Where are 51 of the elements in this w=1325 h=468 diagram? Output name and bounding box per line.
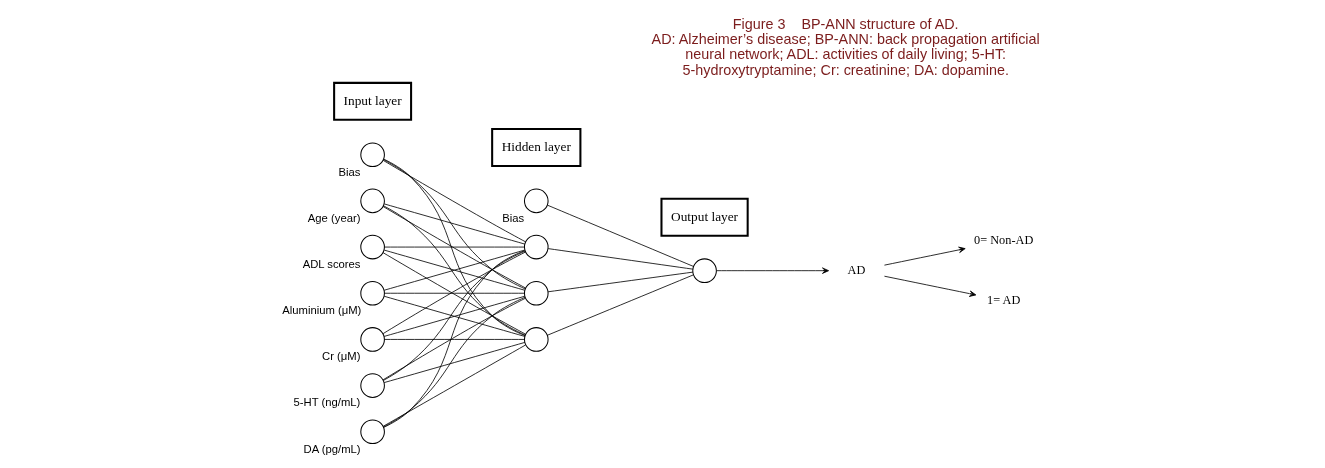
connector	[547, 271, 694, 292]
node-circle	[523, 280, 549, 306]
node-circle	[360, 326, 385, 352]
connector	[383, 158, 526, 336]
node-label: Age (year)	[307, 211, 361, 224]
node-circle	[523, 326, 549, 352]
node-circle	[360, 188, 385, 213]
node-label: DA (pg/mL)	[303, 442, 361, 455]
connector	[547, 204, 694, 267]
connector	[383, 295, 526, 337]
connector	[382, 344, 526, 427]
node-label: Bias	[502, 211, 525, 224]
arrow	[884, 246, 966, 266]
connector	[383, 204, 526, 335]
node-box: Input layer	[333, 81, 413, 121]
node-circle	[523, 234, 549, 259]
connector	[383, 249, 526, 291]
connector	[383, 341, 526, 383]
node-label: Cr (μM)	[322, 349, 361, 362]
node-circle	[360, 372, 385, 398]
connector	[382, 250, 526, 381]
node-box: Hidden layer	[491, 127, 582, 167]
arrow	[884, 275, 977, 297]
diagram-title: Figure 3 BP-ANN structure of AD.	[732, 15, 959, 32]
connector	[382, 297, 526, 380]
connector	[383, 203, 526, 244]
node-circle	[692, 257, 717, 283]
node-text: 0= Non-AD	[974, 232, 1034, 247]
node-label: ADL scores	[302, 257, 361, 270]
connector	[547, 247, 694, 270]
node-circle	[360, 418, 385, 444]
connector	[384, 246, 525, 247]
connector	[384, 338, 525, 340]
connector	[383, 158, 526, 289]
node-circle	[360, 280, 385, 306]
node-text: 1= AD	[987, 292, 1021, 307]
connector	[382, 159, 527, 242]
node-circle	[523, 188, 549, 213]
node-label: 5-HT (ng/mL)	[293, 395, 361, 408]
node-circle	[360, 234, 385, 259]
connector	[547, 274, 694, 336]
node-label: Aluminium (μM)	[282, 303, 362, 316]
connector	[382, 205, 527, 288]
connector	[383, 296, 526, 427]
arrow	[716, 267, 829, 274]
node-box: Output layer	[660, 197, 749, 237]
connector	[384, 292, 525, 294]
connector	[383, 249, 526, 428]
node-label: Bias	[338, 165, 361, 178]
node-circle	[360, 141, 385, 167]
node-text: AD	[847, 262, 866, 277]
